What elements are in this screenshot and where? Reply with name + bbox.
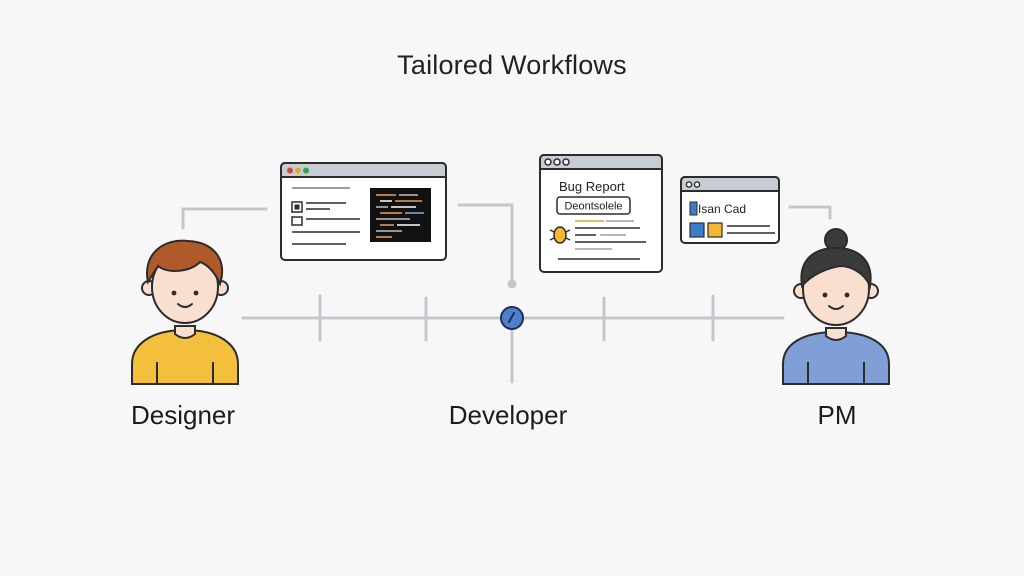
close-dot-icon (287, 167, 293, 174)
yellow-card (707, 222, 723, 238)
close-dot-icon (685, 181, 693, 188)
minimize-dot-icon (553, 158, 561, 166)
console-button[interactable] (556, 196, 631, 215)
designer-connector (181, 207, 268, 230)
card-marker-icon (689, 201, 698, 216)
developer-connector (457, 203, 514, 284)
diagram-title: Tailored Workflows (397, 50, 627, 80)
console-button-label: Deontsolele (564, 201, 622, 213)
bug-report-heading: Bug Report (559, 179, 625, 194)
close-dot-icon (544, 158, 552, 166)
role-designer: Designer (130, 400, 236, 430)
minimize-dot-icon (693, 181, 701, 188)
connector-node (507, 279, 517, 289)
role-pm: PM (817, 400, 857, 430)
minimize-dot-icon (295, 167, 301, 174)
pm-avatar (782, 228, 890, 385)
bug-report-window: Bug Report Deontsolele (539, 154, 663, 273)
pm-connector (788, 205, 832, 220)
designer-window (280, 162, 447, 261)
pm-card-heading: Isan Cad (698, 202, 746, 216)
maximize-dot-icon (562, 158, 570, 166)
role-developer: Developer (448, 400, 568, 430)
pm-window: Isan Cad (680, 176, 780, 244)
bug-icon (549, 226, 571, 244)
maximize-dot-icon (303, 167, 309, 174)
file-icon (291, 216, 303, 226)
designer-avatar (131, 239, 239, 385)
hub-node (500, 306, 524, 330)
code-panel (370, 188, 431, 242)
blue-card (689, 222, 705, 238)
